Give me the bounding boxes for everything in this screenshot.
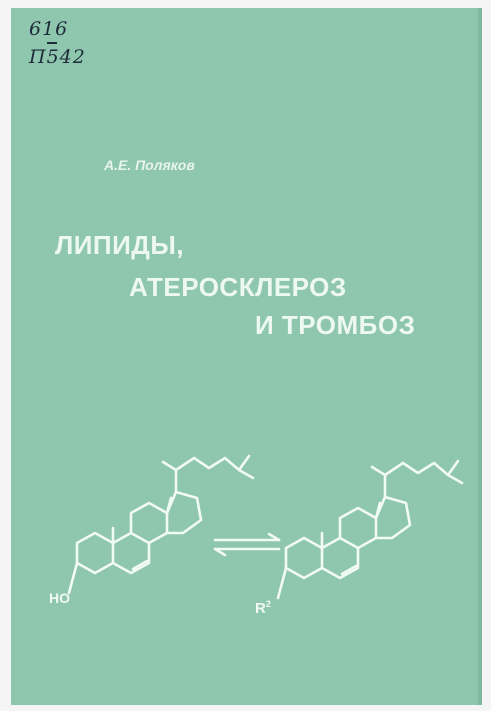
shelfmark-line-1: 616 [29, 18, 69, 40]
shelfmark-line-2: П542 [29, 46, 86, 68]
r-group-label: R2 [255, 599, 271, 617]
r-group-superscript: 2 [265, 599, 271, 609]
equilibrium-arrows [213, 532, 281, 557]
title-line-3: И ТРОМБОЗ [255, 310, 416, 340]
title-line-2: АТЕРОСКЛЕРОЗ [129, 272, 347, 302]
right-steroid-structure [276, 459, 464, 600]
hydroxyl-label: HO [49, 590, 70, 606]
left-steroid-structure [67, 454, 255, 595]
book-cover: 616 П542 А.Е. Поляков ЛИПИДЫ, АТЕРОСКЛЕР… [11, 8, 482, 705]
steroid-structures-illustration [67, 454, 464, 600]
r-group-letter: R [255, 600, 266, 617]
author-name: А.Е. Поляков [104, 157, 195, 173]
shelfmark-underline [47, 42, 57, 44]
title-line-1: ЛИПИДЫ, [55, 230, 185, 260]
